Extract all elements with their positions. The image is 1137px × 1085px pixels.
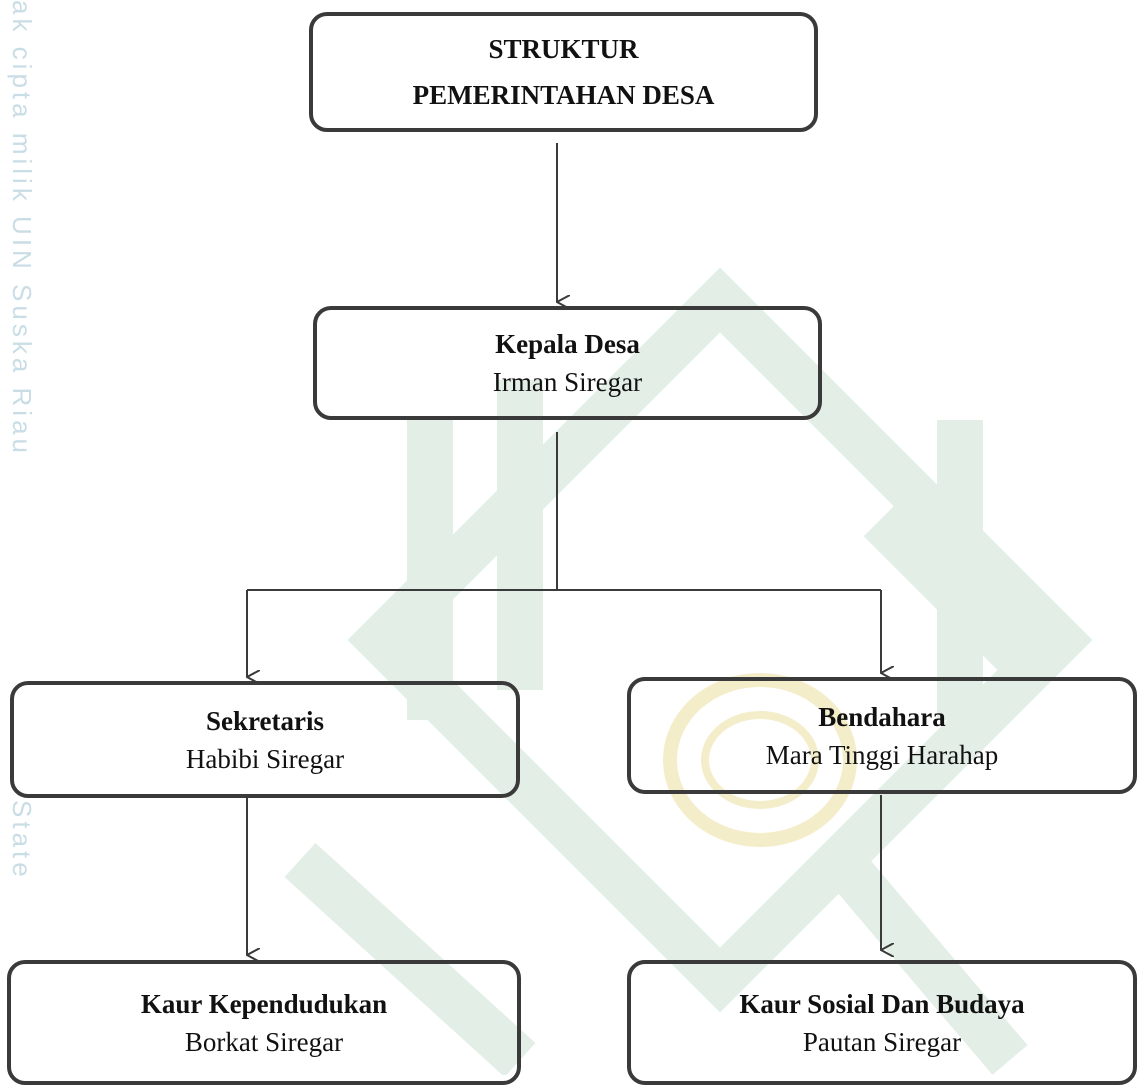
- watermark-emblem: [701, 711, 819, 809]
- watermark-shape: [407, 380, 1057, 720]
- watermark-side-text: ak cipta milik UIN Suska Riau: [7, 0, 37, 457]
- node-kaur-kependudukan: Kaur Kependudukan Borkat Siregar: [7, 960, 521, 1085]
- node-role: Kepala Desa: [495, 329, 640, 359]
- node-role: Kaur Sosial Dan Budaya: [739, 988, 1025, 1019]
- node-name: Pautan Siregar: [802, 1026, 962, 1057]
- node-kepala-desa: Kepala Desa Irman Siregar: [313, 306, 822, 420]
- node-role: Kaur Kependudukan: [140, 988, 388, 1019]
- title-line-2: PEMERINTAHAN DESA: [412, 80, 715, 110]
- node-name: Borkat Siregar: [184, 1026, 344, 1057]
- node-kaur-sosial: Kaur Sosial Dan Budaya Pautan Siregar: [627, 960, 1137, 1085]
- title-box: STRUKTUR PEMERINTAHAN DESA: [309, 12, 818, 132]
- node-sekretaris: Sekretaris Habibi Siregar: [10, 681, 520, 798]
- node-role: Sekretaris: [206, 705, 324, 736]
- watermark-side-text-bottom: State: [7, 800, 37, 881]
- title-line-1: STRUKTUR: [488, 34, 639, 64]
- node-name: Irman Siregar: [492, 367, 643, 397]
- node-bendahara: Bendahara Mara Tinggi Harahap: [627, 677, 1137, 794]
- node-role: Bendahara: [818, 701, 946, 732]
- node-name: Habibi Siregar: [185, 743, 345, 774]
- node-name: Mara Tinggi Harahap: [765, 739, 999, 770]
